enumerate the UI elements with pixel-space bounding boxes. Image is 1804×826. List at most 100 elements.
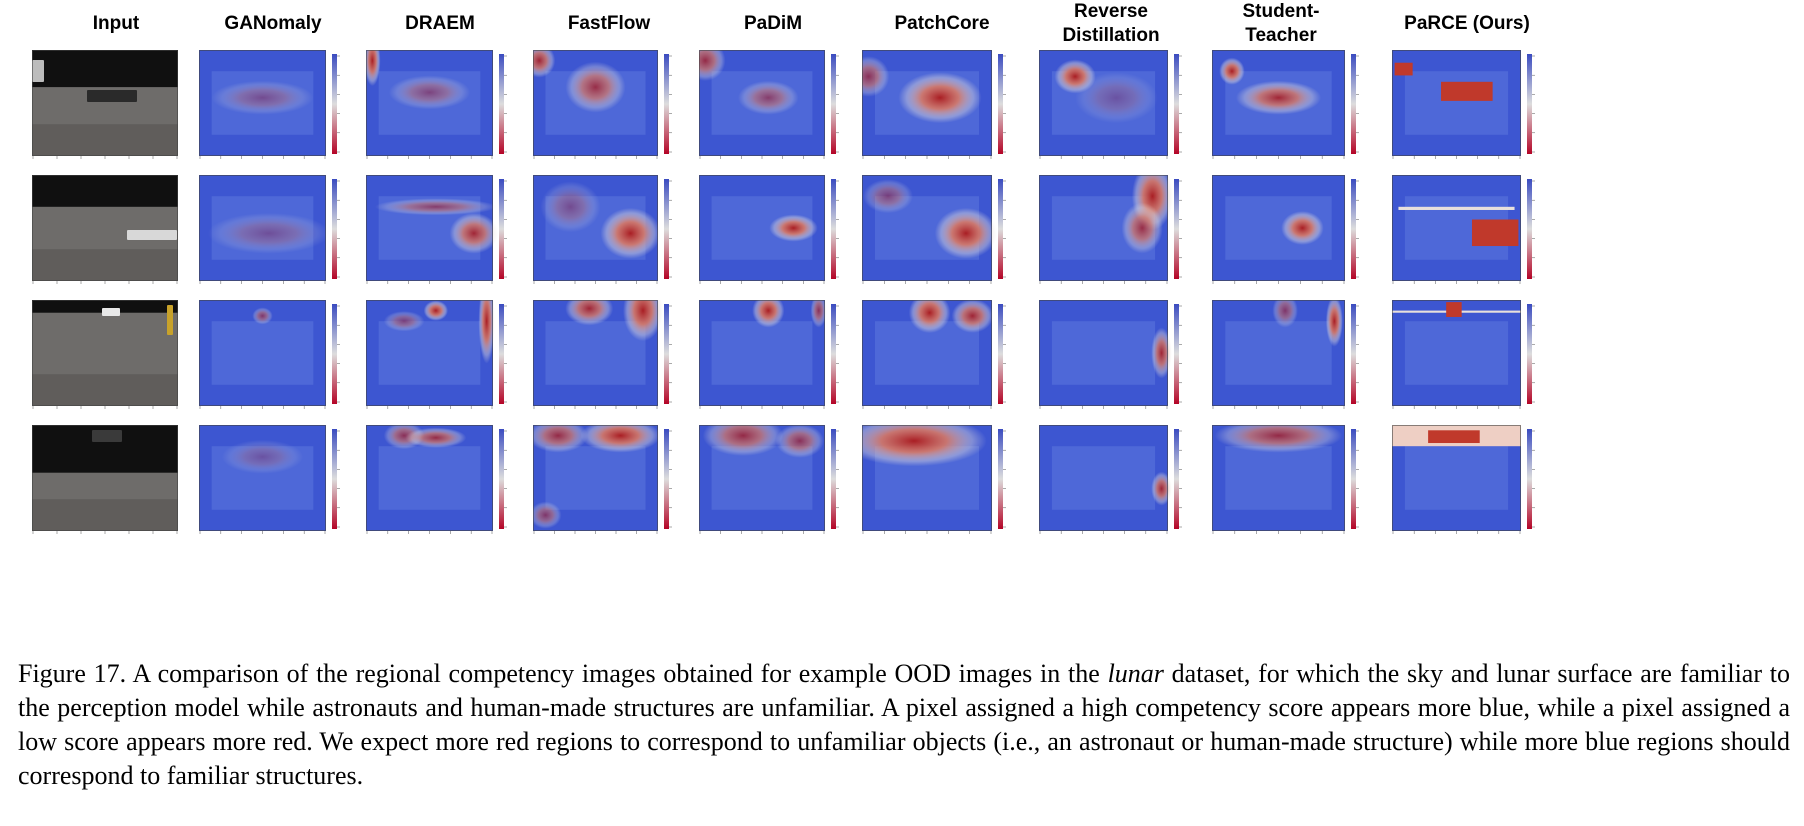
- header-fastflow: FastFlow: [567, 13, 651, 34]
- low-competency-region: [366, 50, 381, 87]
- low-competency-region: [1281, 211, 1324, 245]
- colorbar: [664, 179, 669, 279]
- panel-fastflow-row-4: [533, 425, 672, 534]
- low-competency-region: [600, 207, 661, 259]
- low-competency-region: [540, 181, 601, 233]
- heatmap-haze: [1404, 446, 1509, 510]
- panel-patchcore-row-3: [862, 300, 1006, 409]
- header-input: Input: [92, 13, 140, 34]
- caption-emphasis: lunar: [1107, 659, 1164, 688]
- colorbar: [664, 54, 669, 154]
- panel-frame: [32, 175, 178, 281]
- low-competency-region: [252, 307, 273, 325]
- low-competency-region: [1325, 300, 1343, 347]
- colorbar: [332, 304, 337, 404]
- low-competency-region: [1075, 72, 1158, 124]
- low-competency-region: [374, 198, 497, 216]
- heatmap-haze: [711, 321, 813, 385]
- panel-frame: [32, 50, 178, 156]
- colorbar: [1174, 179, 1179, 279]
- input-object: [127, 230, 177, 240]
- heatmap-background: [1039, 300, 1168, 406]
- heatmap-haze: [1404, 321, 1509, 385]
- header-draem: DRAEM: [405, 13, 475, 34]
- colorbar: [831, 429, 836, 529]
- panel-draem-row-4: [366, 425, 507, 534]
- low-competency-region: [449, 212, 499, 254]
- colorbar: [1527, 304, 1532, 404]
- panel-padim-row-1: [699, 50, 839, 159]
- colorbar: [1351, 54, 1356, 154]
- header-reverse-distillation-line1: Reverse: [1074, 1, 1148, 22]
- low-competency-region: [934, 207, 998, 259]
- panel-frame: [1039, 175, 1168, 281]
- panel-draem-row-2: [366, 175, 507, 284]
- header-student-teacher-line2: Teacher: [1245, 25, 1317, 46]
- colorbar: [332, 429, 337, 529]
- colorbar: [831, 304, 836, 404]
- low-competency-region: [810, 300, 827, 328]
- panel-frame: [1212, 175, 1345, 281]
- panel-frame: [1212, 425, 1345, 531]
- input-object: [167, 305, 173, 335]
- colorbar: [998, 304, 1003, 404]
- competency-region: [1428, 430, 1480, 444]
- panel-frame: [699, 175, 825, 281]
- panel-frame: [366, 50, 493, 156]
- colorbar: [998, 179, 1003, 279]
- competency-region: [1446, 302, 1462, 317]
- panel-frame: [1212, 50, 1345, 156]
- panel-frame: [862, 175, 992, 281]
- panel-frame: [862, 50, 992, 156]
- competency-region: [1441, 81, 1493, 101]
- panel-reverse-distillation-row-4: [1039, 425, 1182, 534]
- panel-frame: [1392, 425, 1521, 531]
- panel-frame: [699, 50, 825, 156]
- panel-student-teacher-row-2: [1212, 175, 1359, 284]
- panel-draem-row-1: [366, 50, 507, 159]
- input-surface-shadow: [32, 124, 178, 156]
- low-competency-region: [1151, 471, 1172, 506]
- header-padim: PaDiM: [743, 13, 803, 34]
- panel-patchcore-row-4: [862, 425, 1006, 534]
- panel-fastflow-row-2: [533, 175, 672, 284]
- low-competency-region: [388, 75, 471, 110]
- low-competency-region: [1219, 57, 1245, 85]
- low-competency-region: [702, 425, 784, 456]
- colorbar: [1174, 54, 1179, 154]
- input-surface-shadow: [32, 374, 178, 406]
- heatmap-background: [1392, 50, 1521, 156]
- panel-ganomaly-row-2: [199, 175, 340, 284]
- low-competency-region: [752, 300, 785, 328]
- colorbar: [831, 54, 836, 154]
- panel-ganomaly-row-3: [199, 300, 340, 409]
- low-competency-region: [862, 425, 987, 467]
- colorbar: [998, 54, 1003, 154]
- low-competency-region: [423, 300, 449, 321]
- panel-reverse-distillation-row-3: [1039, 300, 1182, 409]
- panel-frame: [199, 300, 326, 406]
- low-competency-region: [951, 300, 994, 333]
- panel-frame: [1039, 50, 1168, 156]
- panel-frame: [533, 50, 658, 156]
- heatmap-haze: [1051, 446, 1156, 510]
- panel-frame: [862, 425, 992, 531]
- low-competency-region: [699, 50, 726, 81]
- low-competency-region: [211, 80, 314, 115]
- panel-frame: [32, 425, 178, 531]
- colorbar: [1351, 179, 1356, 279]
- header-student-teacher: Student- Teacher: [1196, 0, 1366, 48]
- panel-input-row-4: [32, 425, 178, 534]
- colorbar: [332, 179, 337, 279]
- panel-frame: [366, 300, 493, 406]
- low-competency-region: [908, 300, 951, 334]
- panel-frame: [32, 300, 178, 406]
- panel-padim-row-4: [699, 425, 839, 534]
- colorbar: [1351, 429, 1356, 529]
- competency-region: [1471, 219, 1519, 247]
- low-competency-region: [1235, 80, 1322, 115]
- panel-input-row-3: [32, 300, 178, 409]
- low-competency-region: [383, 311, 425, 332]
- colorbar: [831, 179, 836, 279]
- input-surface-shadow: [32, 249, 178, 281]
